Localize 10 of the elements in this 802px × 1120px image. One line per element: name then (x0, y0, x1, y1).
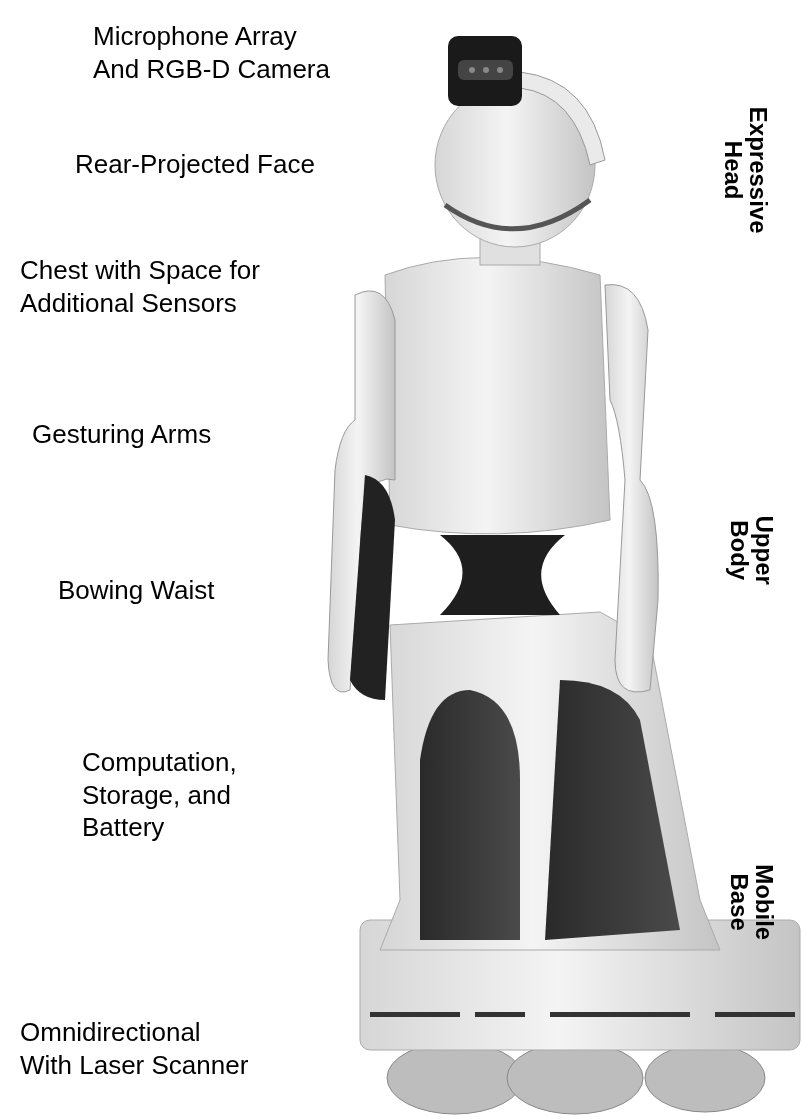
part-label: Rear-Projected Face (75, 148, 316, 181)
part-label: Chest with Space for Additional Sensors (20, 254, 261, 319)
section-label: Upper Body (726, 514, 778, 587)
section-label: Mobile Base (726, 863, 778, 943)
part-label: Microphone Array And RGB-D Camera (93, 20, 331, 85)
part-label: Bowing Waist (58, 574, 216, 607)
part-label: Omnidirectional With Laser Scanner (20, 1016, 250, 1081)
part-label: Gesturing Arms (32, 418, 213, 451)
part-label: Computation, Storage, and Battery (82, 746, 238, 844)
section-label: Expressive Head (720, 105, 772, 236)
